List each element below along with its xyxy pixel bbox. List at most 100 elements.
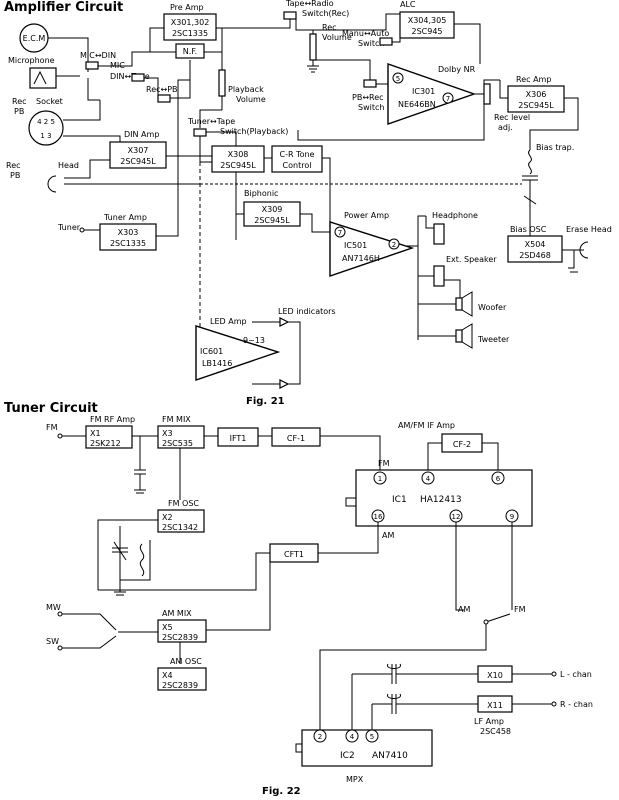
fmrf-title: FM RF Amp (90, 415, 135, 424)
tuner-tape-label: Tuner↔Tape (187, 117, 235, 126)
mic-din-switch (85, 61, 99, 70)
rec-volume-sub: Volume (322, 33, 352, 42)
svg-text:X309: X309 (262, 205, 283, 214)
ext-speaker-jack (433, 265, 445, 287)
pb-rec-sub: Switch (358, 103, 384, 112)
cf1-block (271, 427, 321, 447)
fmmix-block (157, 425, 205, 449)
svg-text:X11: X11 (487, 701, 503, 710)
tuner-tape-sub: Switch(Playback) (220, 127, 288, 136)
svg-text:X4: X4 (162, 671, 173, 680)
svg-text:2SC945L: 2SC945L (120, 157, 156, 166)
rec-level-sub: adj. (498, 123, 513, 132)
svg-text:Control: Control (283, 161, 312, 170)
head-rec-label: Rec (6, 161, 21, 170)
socket-pb-label: PB (14, 107, 24, 116)
tuner-tape-switch (193, 128, 207, 137)
svg-text:CF-1: CF-1 (287, 434, 305, 443)
svg-text:9~13: 9~13 (243, 336, 265, 345)
tape-radio-label: Tape↔Radio (285, 0, 334, 8)
tuneramp-block (99, 223, 157, 251)
svg-text:2SC1335: 2SC1335 (172, 29, 208, 38)
alc-title: ALC (400, 0, 416, 9)
ammix-title: AM MIX (162, 609, 192, 618)
fig21-caption: Fig. 21 (246, 396, 285, 407)
ic1-fm-pin-label: FM (378, 459, 390, 468)
fm-switch-label: FM (514, 605, 526, 614)
svg-text:IC1: IC1 (392, 495, 407, 505)
svg-text:4 2 5: 4 2 5 (37, 118, 55, 126)
led-top (279, 317, 290, 327)
alc-block (399, 11, 455, 39)
biasosc-title: Bias OSC (510, 225, 547, 234)
rec-level-pot (483, 83, 491, 105)
svg-text:C-R Tone: C-R Tone (280, 150, 315, 159)
amplifier-title: Amplifier Circuit (4, 0, 123, 15)
x308-block (211, 145, 265, 173)
svg-text:4: 4 (426, 475, 431, 483)
ic501-amp (329, 221, 415, 277)
svg-text:X1: X1 (90, 429, 101, 438)
svg-text:2SC535: 2SC535 (162, 439, 193, 448)
svg-text:X2: X2 (162, 513, 173, 522)
led-bottom (279, 379, 290, 389)
amosc-title: AM OSC (170, 657, 202, 666)
svg-text:2: 2 (392, 241, 396, 249)
fmrf-block (85, 425, 133, 449)
svg-text:IC2: IC2 (340, 751, 355, 761)
mw-label: MW (46, 603, 61, 612)
bias-trap-coil (528, 149, 532, 175)
rec-pb-switch-label: Rec↔PB (146, 85, 178, 94)
head-label: Head (58, 161, 79, 170)
svg-text:2SC2839: 2SC2839 (162, 681, 198, 690)
svg-text:2SC2839: 2SC2839 (162, 633, 198, 642)
biasosc-block (507, 235, 563, 263)
ext-speaker-label: Ext. Speaker (446, 255, 497, 264)
am-fm-if-label: AM/FM IF Amp (398, 421, 455, 430)
svg-text:IC301: IC301 (412, 87, 435, 96)
svg-text:2SC945L: 2SC945L (518, 101, 554, 110)
svg-text:X307: X307 (128, 146, 149, 155)
ic301-amp (387, 63, 477, 125)
lf-amp-label: LF Amp (474, 717, 504, 726)
x309-block (243, 201, 301, 227)
svg-text:2SC945L: 2SC945L (220, 161, 256, 170)
svg-text:2SC1335: 2SC1335 (110, 239, 146, 248)
svg-text:1 3: 1 3 (40, 132, 51, 140)
manu-auto-label: Manu↔Auto (342, 29, 389, 38)
rec-pb-switch (157, 94, 171, 103)
head-pb-label: PB (10, 171, 20, 180)
svg-text:2SD468: 2SD468 (519, 251, 551, 260)
svg-text:2: 2 (318, 733, 322, 741)
r-chan-label: R - chan (560, 700, 593, 709)
svg-text:LB1416: LB1416 (202, 359, 232, 368)
svg-text:X5: X5 (162, 623, 173, 632)
recamp-title: Rec Amp (516, 75, 551, 84)
svg-text:2SC945: 2SC945 (411, 27, 442, 36)
svg-text:IC501: IC501 (344, 241, 367, 250)
playback-volume-label: Playback (228, 85, 264, 94)
tape-radio-sub: Switch(Rec) (302, 9, 349, 18)
svg-text:N.F.: N.F. (183, 47, 197, 56)
dolby-nr-label: Dolby NR (438, 65, 476, 74)
svg-text:HA12413: HA12413 (420, 495, 462, 505)
recamp-block (507, 85, 565, 113)
preamp-title: Pre Amp (170, 3, 204, 12)
svg-text:X3: X3 (162, 429, 173, 438)
rec-level-label: Rec level (494, 113, 530, 122)
svg-text:X308: X308 (228, 150, 249, 159)
svg-text:IFT1: IFT1 (230, 434, 247, 443)
rec-volume-label: Rec (322, 23, 337, 32)
din-tape-label: DIN↔Tape (110, 72, 150, 81)
manu-auto-sub: Switch (358, 39, 384, 48)
svg-text:1: 1 (378, 475, 382, 483)
svg-text:X306: X306 (526, 90, 547, 99)
manu-auto-switch (379, 37, 393, 46)
pb-rec-label: PB↔Rec (352, 93, 384, 102)
amplifier-circuit: Amplifier Circuit E.C.M Microphone MIC↔D… (4, 0, 612, 407)
nf-block (175, 43, 205, 59)
ledamp-title: LED Amp (210, 317, 247, 326)
fig22-caption: Fig. 22 (262, 786, 301, 797)
svg-text:IC601: IC601 (200, 347, 223, 356)
tweeter-speaker (455, 329, 463, 343)
